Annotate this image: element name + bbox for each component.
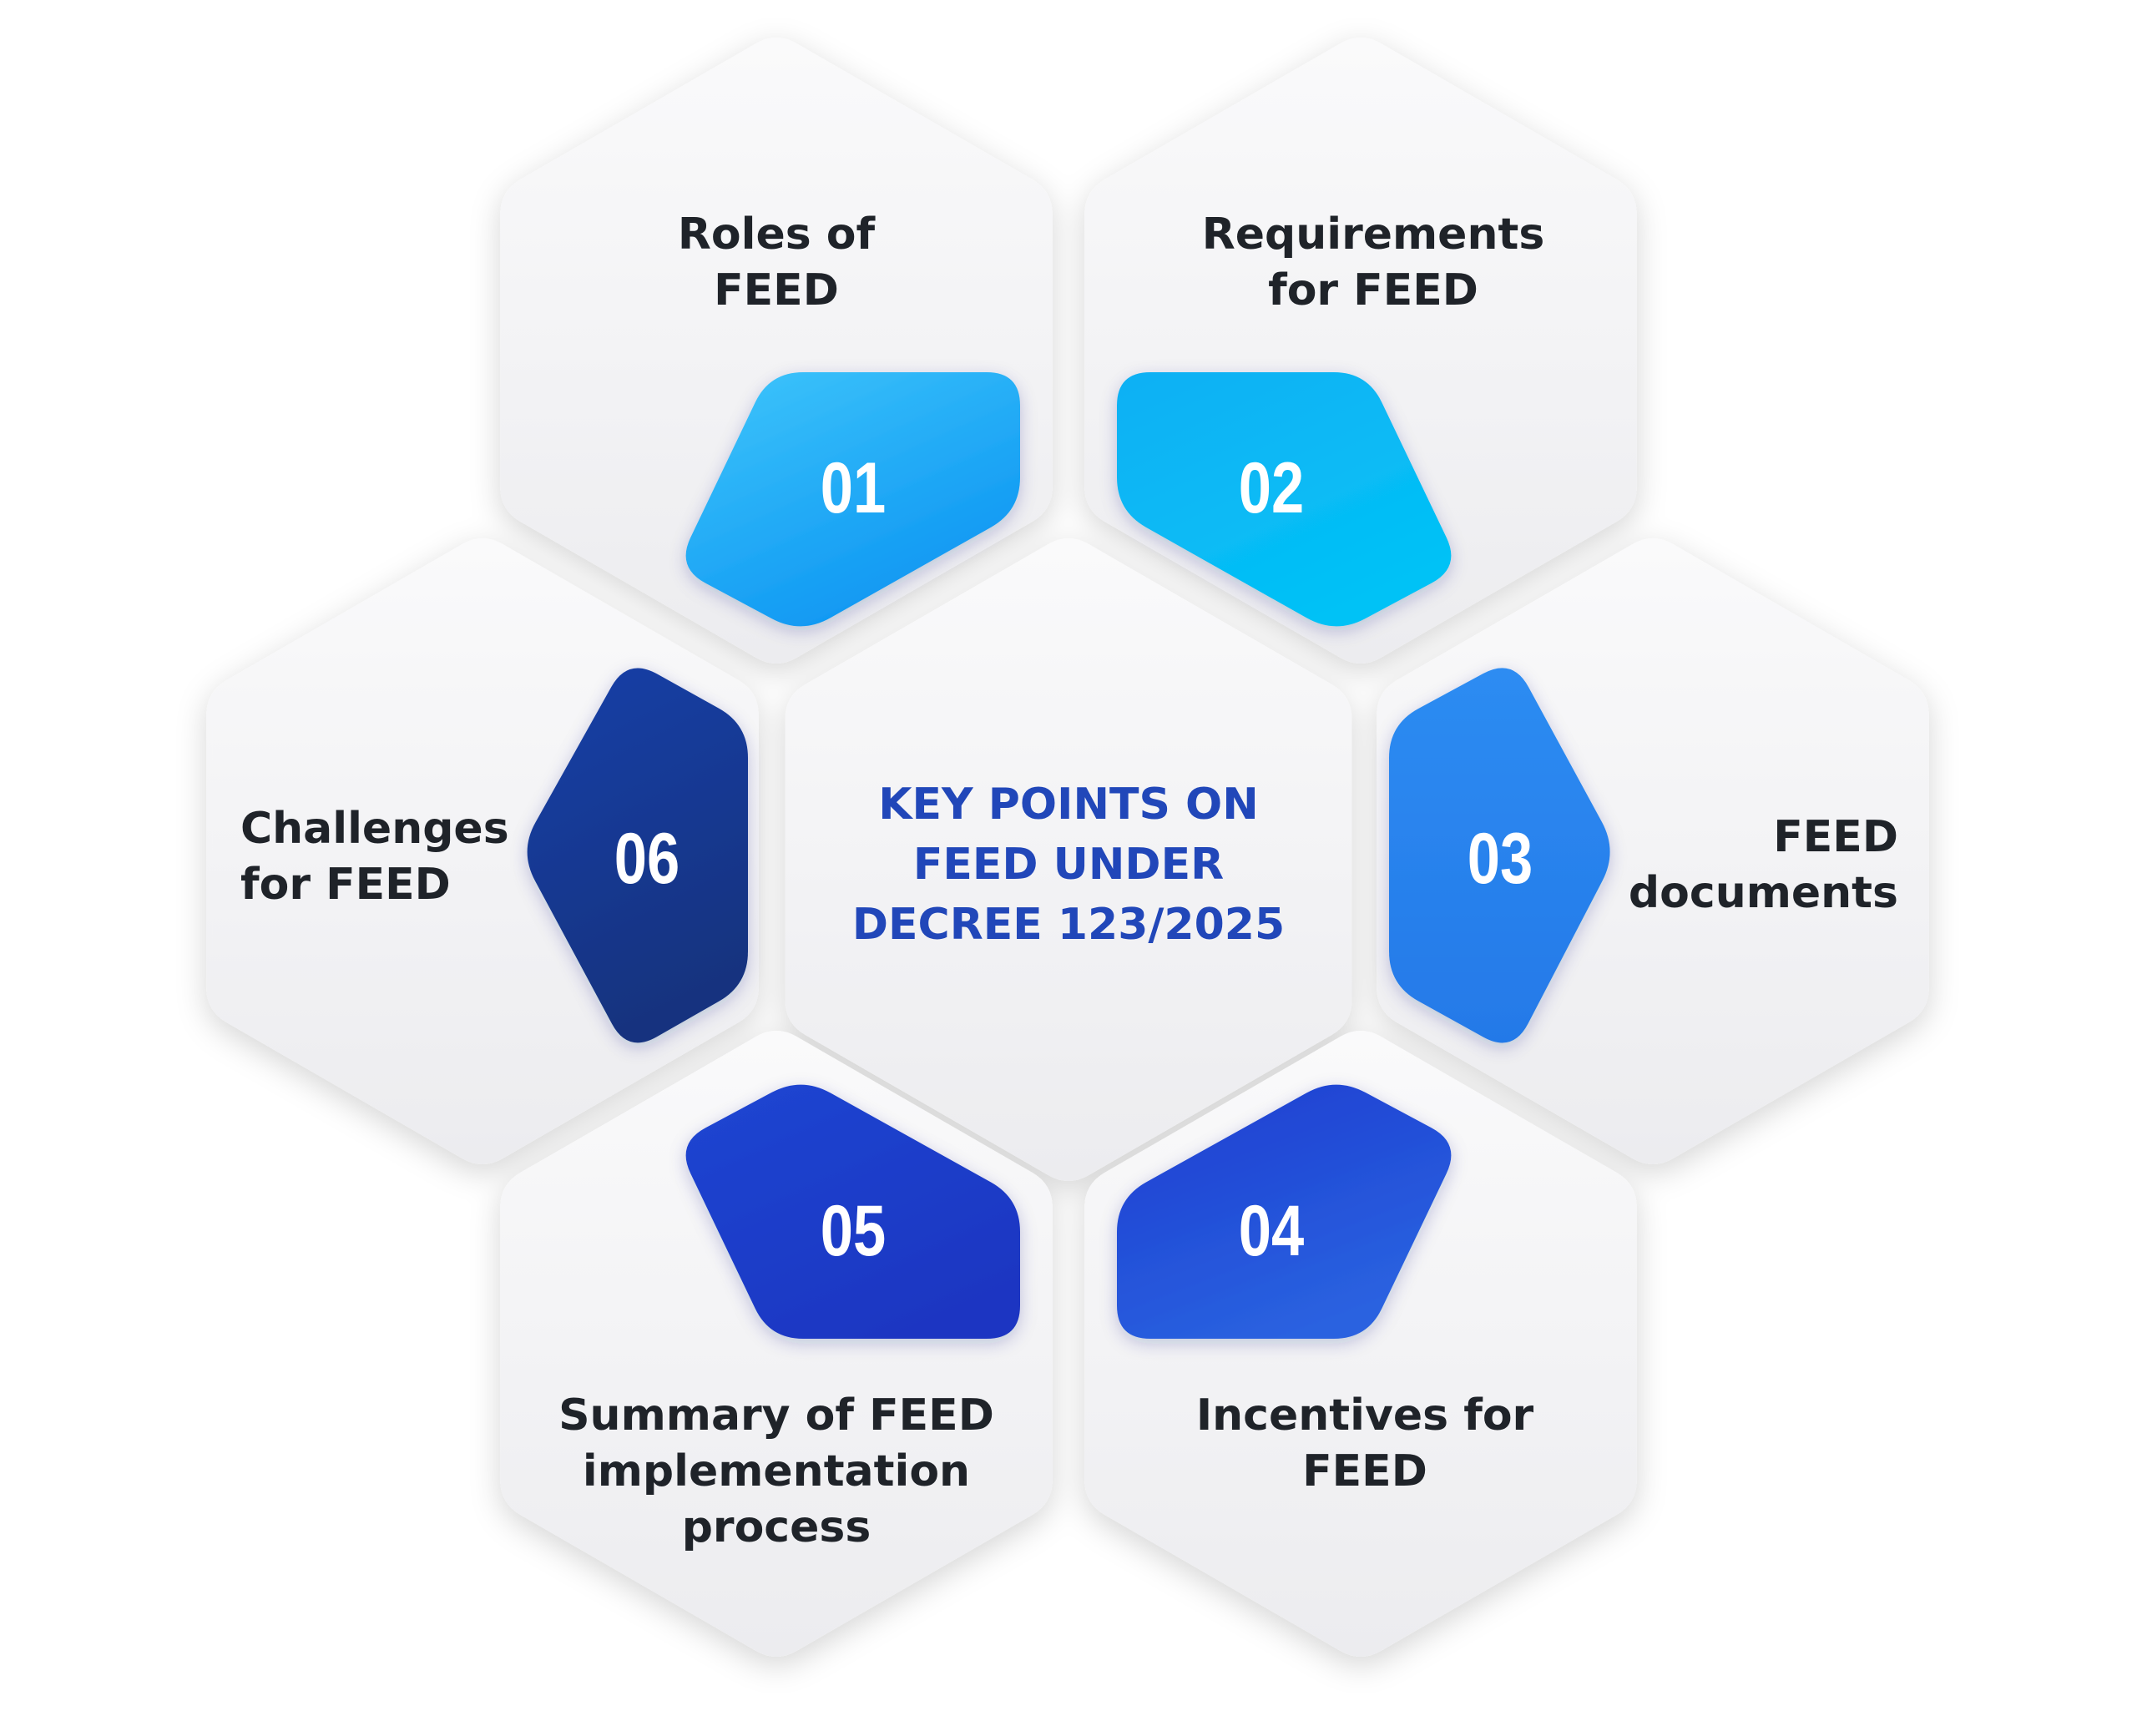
item-label-03: FEED documents: [1553, 810, 1898, 921]
item-label-06-line2: for FEED: [240, 860, 451, 910]
item-number-05: 05: [820, 1191, 887, 1271]
item-label-05-line3: process: [681, 1502, 871, 1552]
item-label-02: Requirements for FEED: [1164, 207, 1582, 319]
number-tab-04: [1117, 1084, 1452, 1339]
item-label-04-line2: FEED: [1302, 1446, 1427, 1496]
item-label-05: Summary of FEED implementation process: [534, 1388, 1018, 1556]
item-label-06-line1: Challenges: [240, 804, 509, 854]
item-label-04-line1: Incentives for: [1195, 1390, 1534, 1441]
hexagon-center: [785, 538, 1352, 1181]
center-title: KEY POINTS ON FEED UNDER DECREE 123/2025: [801, 775, 1336, 955]
number-tabs: [527, 372, 1610, 1339]
item-label-04: Incentives for FEED: [1156, 1388, 1574, 1500]
item-label-01-line2: FEED: [714, 265, 839, 315]
number-tab-05: [685, 1084, 1020, 1339]
item-number-03: 03: [1467, 819, 1533, 899]
center-title-line1: KEY POINTS ON: [878, 780, 1259, 830]
item-label-01-line1: Roles of: [677, 209, 876, 260]
center-title-line3: DECREE 123/2025: [851, 900, 1286, 950]
item-number-06: 06: [614, 819, 680, 899]
item-label-02-line2: for FEED: [1268, 265, 1478, 315]
number-tab-06: [527, 668, 748, 1043]
center-title-line2: FEED UNDER: [912, 840, 1225, 890]
item-number-02: 02: [1238, 448, 1305, 528]
item-number-04: 04: [1238, 1191, 1305, 1271]
item-label-03-line2: documents: [1628, 868, 1898, 918]
item-label-01: Roles of FEED: [584, 207, 968, 319]
item-label-06: Challenges for FEED: [240, 801, 524, 913]
item-label-02-line1: Requirements: [1201, 209, 1545, 260]
item-number-01: 01: [820, 448, 887, 528]
item-label-03-line1: FEED: [1773, 812, 1898, 862]
number-tab-02: [1117, 372, 1452, 627]
item-label-05-line1: Summary of FEED: [558, 1390, 994, 1441]
item-label-05-line2: implementation: [582, 1446, 971, 1496]
number-tab-01: [685, 372, 1020, 627]
number-tab-03: [1389, 668, 1610, 1043]
